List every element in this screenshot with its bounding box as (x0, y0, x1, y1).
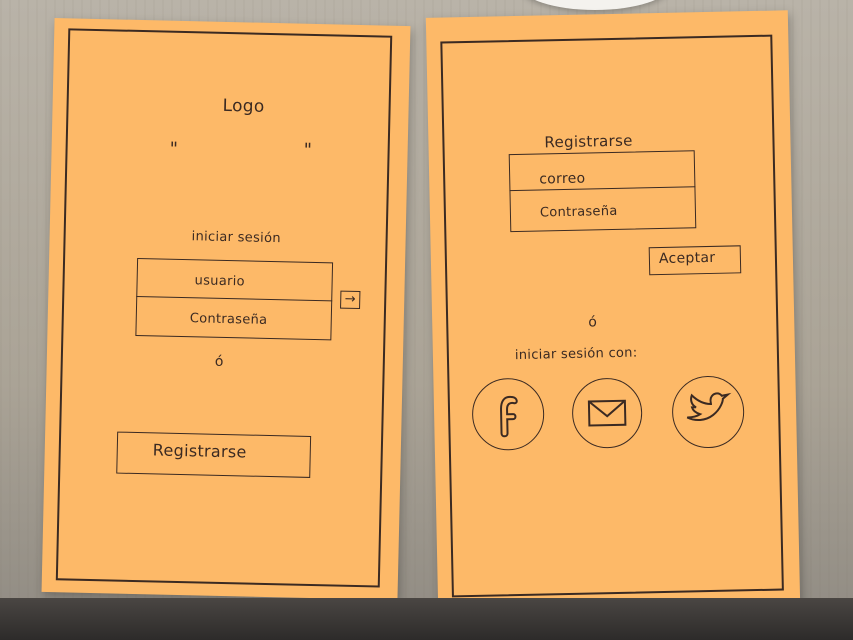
plate (520, 0, 670, 10)
twitter-icon[interactable] (671, 375, 745, 449)
social-login-title: iniciar sesión con: (514, 345, 638, 364)
register-title: Registrarse (544, 131, 633, 152)
quote-mark: " (303, 139, 313, 161)
accept-button-label: Aceptar (658, 249, 716, 268)
phone-frame (440, 34, 784, 598)
password-field[interactable]: Contraseña (539, 203, 618, 221)
floor (0, 598, 853, 640)
email-field[interactable]: correo (539, 170, 586, 188)
quote-mark: " (169, 138, 179, 160)
mail-icon[interactable] (571, 377, 643, 449)
register-button-label: Registrarse (152, 440, 247, 462)
or-separator: ó (588, 314, 598, 331)
password-field[interactable]: Contraseña (189, 311, 268, 328)
facebook-icon[interactable] (471, 377, 545, 451)
logo-placeholder: Logo (222, 95, 265, 117)
register-mockup-paper: Registrarse correo Contraseña Aceptar ó … (425, 10, 801, 612)
register-form-box (508, 150, 697, 233)
username-field[interactable]: usuario (194, 273, 246, 290)
login-mockup-paper: Logo " " iniciar sesión usuario Contrase… (41, 18, 411, 600)
login-title: iniciar sesión (191, 229, 281, 247)
or-separator: ó (214, 353, 224, 370)
login-go-button[interactable]: → (340, 290, 361, 310)
